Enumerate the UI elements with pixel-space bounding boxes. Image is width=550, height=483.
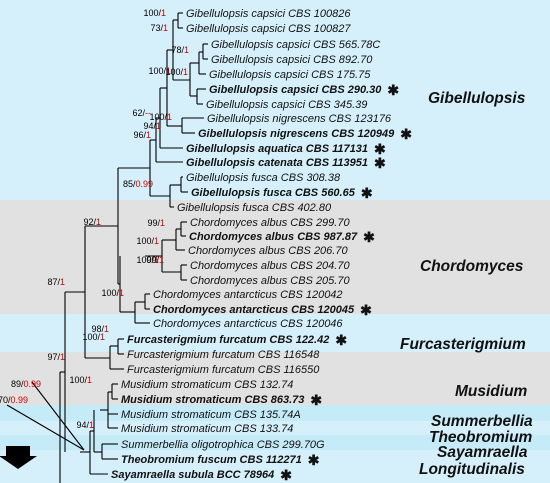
type-star-icon: ✱ (360, 302, 372, 318)
taxon-label: Chordomyces albus CBS 299.70 (190, 217, 350, 229)
band-theobromium (0, 421, 550, 435)
tree-branches (6, 12, 208, 483)
taxon-label: Musidium stromaticum CBS 863.73 (121, 394, 304, 406)
taxon-label: Furcasterigmium furcatum CBS 122.42 (127, 334, 329, 346)
taxon-label: Chordomyces albus CBS 987.87 (189, 231, 358, 243)
taxon-label: Sayamraella subula BCC 78964 (111, 469, 274, 481)
band-sayamraella (0, 435, 550, 450)
support-values: 100/173/178/1100/1100/162/--100/194/196/… (0, 8, 189, 430)
support-value: 94/1 (76, 420, 94, 430)
band-summerbellia (0, 405, 550, 421)
taxon-label: Musidium stromaticum CBS 135.74A (121, 409, 301, 421)
support-value: 92/1 (83, 217, 101, 227)
taxon-label: Gibellulopsis capsici CBS 892.70 (211, 54, 373, 66)
type-star-icon: ✱ (361, 185, 373, 201)
support-value: 100/1 (101, 288, 124, 298)
taxon-label: Gibellulopsis capsici CBS 345.39 (206, 99, 367, 111)
taxon-label: Gibellulopsis fusca CBS 560.65 (191, 187, 356, 199)
type-star-icon: ✱ (335, 332, 347, 348)
band-musidium (0, 352, 550, 405)
type-star-icon: ✱ (363, 229, 375, 245)
support-value: 100/1 (165, 67, 188, 77)
taxon-label: Gibellulopsis capsici CBS 100826 (186, 8, 351, 20)
type-star-icon: ✱ (387, 82, 399, 98)
taxon-label: Gibellulopsis capsici CBS 290.30 (209, 84, 382, 96)
support-value: 70/0.99 (0, 395, 28, 405)
taxon-label: Gibellulopsis nigrescens CBS 120949 (198, 128, 395, 140)
type-star-icon: ✱ (374, 155, 386, 171)
down-arrow-icon (0, 446, 37, 469)
clade-label-furcasterigmium: Furcasterigmium (400, 336, 526, 353)
taxon-label: Chordomyces antarcticus CBS 120046 (153, 318, 343, 330)
taxon-label: Gibellulopsis fusca CBS 402.80 (177, 202, 332, 214)
taxon-label: Gibellulopsis aquatica CBS 117131 (186, 143, 368, 155)
support-value: 100/1 (136, 255, 159, 265)
support-value: 100/1 (143, 8, 166, 18)
support-value: 85/0.99 (123, 179, 153, 189)
clade-label-longitudinalis: Longitudinalis (419, 461, 525, 478)
support-value: 94/1 (143, 121, 161, 131)
clade-label-musidium: Musidium (455, 383, 528, 400)
type-star-icon: ✱ (374, 141, 386, 157)
support-value: 100/1 (149, 112, 172, 122)
taxon-label: Gibellulopsis fusca CBS 308.38 (186, 172, 341, 184)
type-star-icon: ✱ (310, 392, 322, 408)
clade-label-summerbellia: Summerbellia (431, 413, 533, 430)
band-furcasterigmium (0, 314, 550, 352)
support-value: 100/1 (148, 66, 171, 76)
band-longitudinalis (0, 450, 550, 483)
taxon-label: Gibellulopsis capsici CBS 100827 (186, 23, 351, 35)
branch (6, 404, 85, 451)
support-value: 100/1 (82, 332, 105, 342)
taxon-label: Chordomyces albus CBS 205.70 (190, 275, 350, 287)
type-star-icon: ✱ (400, 126, 412, 142)
taxon-label: Chordomyces antarcticus CBS 120042 (153, 289, 343, 301)
taxon-label: Chordomyces albus CBS 204.70 (190, 260, 350, 272)
taxon-label: Chordomyces albus CBS 206.70 (188, 245, 348, 257)
taxon-labels: Gibellulopsis capsici CBS 100826Gibellul… (111, 8, 412, 483)
taxon-label: Musidium stromaticum CBS 133.74 (121, 423, 293, 435)
taxon-label: Gibellulopsis nigrescens CBS 123176 (207, 113, 392, 125)
taxon-label: Summerbellia oligotrophica CBS 299.70G (121, 439, 325, 451)
support-value: 100/1 (136, 236, 159, 246)
clade-label-chordomyces: Chordomyces (420, 258, 524, 275)
type-star-icon: ✱ (280, 467, 292, 483)
support-value: 78/1 (171, 45, 189, 55)
taxon-label: Theobromium fuscum CBS 112271 (121, 454, 302, 466)
support-value: 97/1 (47, 352, 65, 362)
band-gibellulopsis (0, 0, 550, 200)
support-value: 89/0.99 (11, 379, 41, 389)
clade-label-gibellulopsis: Gibellulopsis (428, 90, 526, 107)
taxon-label: Gibellulopsis capsici CBS 565.78C (211, 39, 380, 51)
support-value: 96/1 (133, 130, 151, 140)
support-value: 99/1 (146, 255, 164, 265)
support-value: 62/-- (132, 108, 151, 118)
taxon-label: Furcasterigmium furcatum CBS 116548 (127, 349, 320, 361)
taxon-label: Chordomyces antarcticus CBS 120045 (153, 304, 355, 316)
branch (31, 381, 85, 451)
taxon-label: Musidium stromaticum CBS 132.74 (121, 379, 293, 391)
taxon-label: Furcasterigmium furcatum CBS 116550 (127, 364, 320, 376)
taxon-label: Gibellulopsis catenata CBS 113951 (186, 157, 368, 169)
support-value: 98/1 (91, 324, 109, 334)
support-value: 99/1 (147, 218, 165, 228)
support-value: 73/1 (150, 23, 168, 33)
taxon-label: Gibellulopsis capsici CBS 175.75 (209, 69, 371, 81)
support-value: 87/1 (47, 277, 65, 287)
clade-label-sayamraella: Sayamraella (437, 444, 528, 461)
clade-label-theobromium: Theobromium (429, 429, 533, 446)
band-chordomyces (0, 200, 550, 314)
support-value: 100/1 (69, 375, 92, 385)
clade-labels: GibellulopsisChordomycesFurcasterigmiumM… (400, 90, 533, 478)
type-star-icon: ✱ (308, 452, 320, 468)
